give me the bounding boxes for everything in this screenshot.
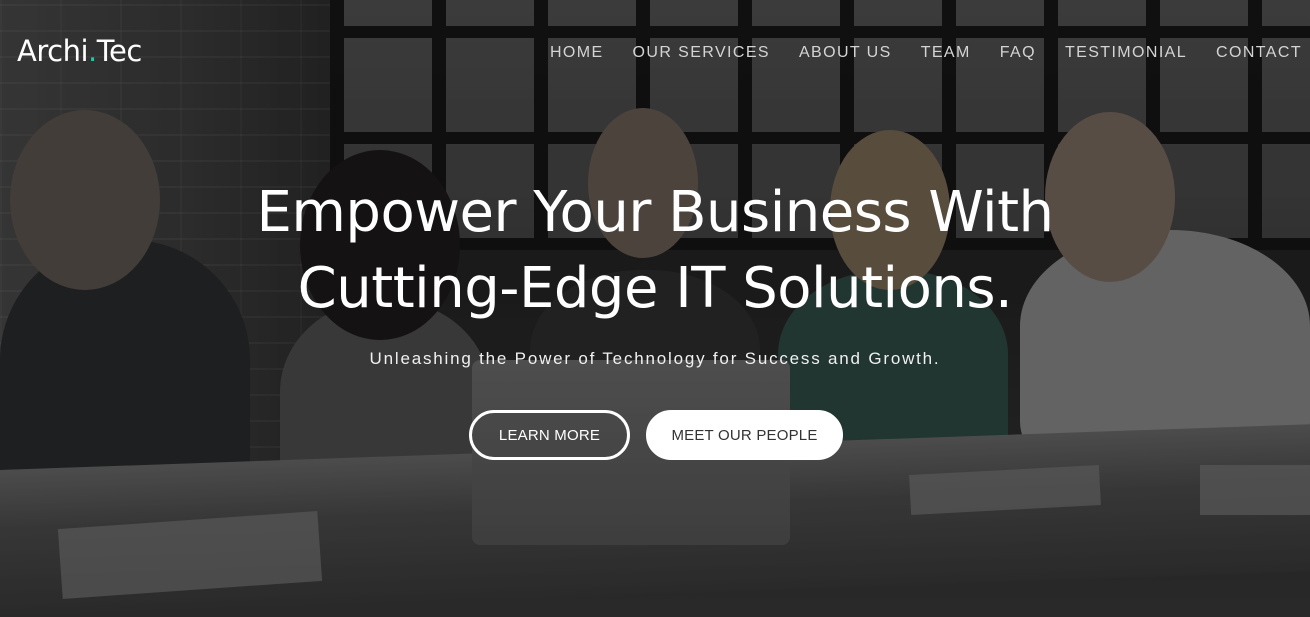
- logo-text-part2: Tec: [96, 34, 143, 68]
- hero-actions: LEARN MORE MEET OUR PEOPLE: [0, 410, 1310, 460]
- person-right-head: [830, 130, 950, 290]
- main-nav: HOME OUR SERVICES ABOUT US TEAM FAQ TEST…: [521, 44, 1302, 62]
- hero-content: Empower Your Business With Cutting-Edge …: [0, 175, 1310, 369]
- site-header: Archi.Tec HOME OUR SERVICES ABOUT US TEA…: [0, 0, 1310, 105]
- paper-sheet: [1200, 465, 1310, 515]
- nav-item-testimonial[interactable]: TESTIMONIAL: [1064, 44, 1188, 61]
- hero-subheadline: Unleashing the Power of Technology for S…: [369, 349, 941, 368]
- hero-headline-line1: Empower Your Business With: [256, 180, 1054, 245]
- nav-item-contact[interactable]: CONTACT: [1216, 44, 1302, 61]
- hero-headline-line2: Cutting-Edge IT Solutions.: [297, 256, 1013, 321]
- hero-headline: Empower Your Business With Cutting-Edge …: [205, 175, 1105, 327]
- person-far-right-head: [1045, 112, 1175, 282]
- nav-item-home[interactable]: HOME: [549, 44, 604, 61]
- nav-item-team[interactable]: TEAM: [920, 44, 971, 61]
- brand-logo[interactable]: Archi.Tec: [17, 34, 142, 68]
- nav-item-about-us[interactable]: ABOUT US: [798, 44, 892, 61]
- person-center-head: [588, 108, 698, 258]
- logo-dot: .: [88, 34, 97, 68]
- nav-item-our-services[interactable]: OUR SERVICES: [632, 44, 770, 61]
- nav-item-faq[interactable]: FAQ: [999, 44, 1036, 61]
- logo-text-part1: Archi: [17, 34, 89, 68]
- meet-our-people-button[interactable]: MEET OUR PEOPLE: [646, 410, 843, 460]
- person-left-head: [10, 110, 160, 290]
- learn-more-button[interactable]: LEARN MORE: [469, 410, 630, 460]
- person-second-head: [300, 150, 460, 340]
